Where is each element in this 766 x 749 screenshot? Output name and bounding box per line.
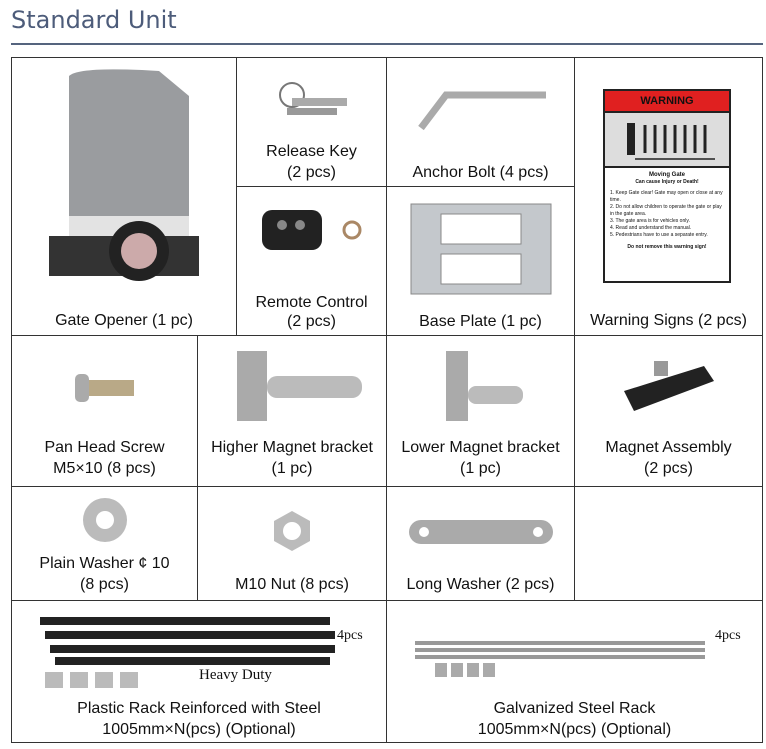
- item-label: Warning Signs (2 pcs): [590, 312, 747, 329]
- item-pan-head-screw: Pan Head Screw M5×10 (8 pcs): [11, 335, 198, 487]
- remote-control-image: [261, 210, 361, 250]
- item-label: Higher Magnet bracket: [211, 439, 373, 456]
- item-plain-washer: Plain Washer ¢ 10 (8 pcs): [11, 486, 198, 601]
- lower-bracket-image: [445, 351, 523, 421]
- warning-footer: Do not remove this warning sign!: [627, 244, 707, 250]
- item-magnet-assembly: Magnet Assembly (2 pcs): [574, 335, 763, 487]
- anchor-bolt-image: [417, 91, 546, 131]
- item-release-key: Release Key (2 pcs): [236, 57, 387, 187]
- item-label: Gate Opener (1 pc): [55, 312, 193, 329]
- item-qty: (2 pcs): [287, 164, 336, 181]
- item-label: M10 Nut (8 pcs): [235, 576, 349, 593]
- nut-image: [274, 511, 310, 551]
- rack-note: Heavy Duty: [199, 667, 272, 683]
- base-plate-image: [410, 203, 551, 295]
- item-qty: 1005mm×N(pcs) (Optional): [477, 721, 672, 738]
- item-label: Plain Washer ¢ 10: [39, 555, 170, 572]
- warning-rule: 2. Do not allow children to operate the …: [610, 204, 722, 217]
- item-label: Base Plate (1 pc): [419, 313, 542, 330]
- item-m10-nut: M10 Nut (8 pcs): [197, 486, 387, 601]
- item-label: Magnet Assembly: [605, 439, 732, 456]
- item-label: Long Washer (2 pcs): [406, 576, 555, 593]
- gate-opener-image: [49, 69, 199, 281]
- item-anchor-bolt: Anchor Bolt (4 pcs): [386, 57, 575, 187]
- steel-rack-image: [415, 641, 705, 677]
- warning-rule: 4. Read and understand the manual.: [610, 225, 692, 231]
- warning-subtitle: Can cause Injury or Death!: [635, 179, 699, 185]
- item-label: Release Key: [266, 143, 357, 160]
- warning-title: Moving Gate: [648, 172, 685, 178]
- item-qty: (1 pc): [271, 460, 313, 477]
- item-galvanized-rack: 4pcs Galvanized Steel Rack 1005mm×N(pcs)…: [386, 600, 763, 743]
- warning-rule: 1. Keep Gate clear! Gate may open or clo…: [610, 190, 723, 203]
- rack-count: 4pcs: [337, 628, 363, 643]
- item-label: Anchor Bolt (4 pcs): [412, 164, 549, 181]
- warning-heading: WARNING: [605, 91, 729, 113]
- item-label: Lower Magnet bracket: [401, 439, 560, 456]
- item-lower-magnet-bracket: Lower Magnet bracket (1 pc): [386, 335, 575, 487]
- screw-image: [74, 374, 134, 402]
- item-label: Plastic Rack Reinforced with Steel: [77, 700, 321, 717]
- item-qty: (1 pc): [460, 460, 501, 477]
- warning-rule: 5. Pedestrians have to use a separate en…: [610, 232, 708, 238]
- item-label: Remote Control: [255, 294, 368, 311]
- item-long-washer: Long Washer (2 pcs): [386, 486, 575, 601]
- magnet-image: [623, 361, 714, 411]
- empty-cell: [574, 486, 763, 601]
- rack-count: 4pcs: [715, 628, 741, 643]
- item-higher-magnet-bracket: Higher Magnet bracket (1 pc): [197, 335, 387, 487]
- item-plastic-rack: 4pcs Heavy Duty Plastic Rack Reinforced …: [11, 600, 387, 743]
- page-title: Standard Unit: [11, 6, 177, 34]
- washer-image: [82, 498, 127, 542]
- item-qty: (2 pcs): [644, 460, 693, 477]
- higher-bracket-image: [237, 351, 362, 421]
- title-divider: [11, 43, 763, 45]
- item-base-plate: Base Plate (1 pc): [386, 186, 575, 336]
- gate-hazard-pictogram: [605, 113, 729, 168]
- release-key-image: [278, 82, 347, 115]
- warning-sign-image: WARNING Moving Gate Can cause Injury or …: [603, 89, 731, 283]
- item-qty: (2 pcs): [287, 313, 336, 330]
- item-remote-control: Remote Control (2 pcs): [236, 186, 387, 336]
- item-qty: M5×10 (8 pcs): [53, 460, 156, 477]
- item-qty: (8 pcs): [80, 576, 129, 593]
- plastic-rack-image: [40, 617, 335, 688]
- warning-rule: 3. The gate area is for vehicles only.: [610, 218, 690, 224]
- item-label: Galvanized Steel Rack: [493, 700, 656, 717]
- long-washer-image: [408, 520, 553, 544]
- item-gate-opener: Gate Opener (1 pc): [11, 57, 237, 336]
- item-qty: 1005mm×N(pcs) (Optional): [102, 721, 296, 738]
- item-label: Pan Head Screw: [44, 439, 165, 456]
